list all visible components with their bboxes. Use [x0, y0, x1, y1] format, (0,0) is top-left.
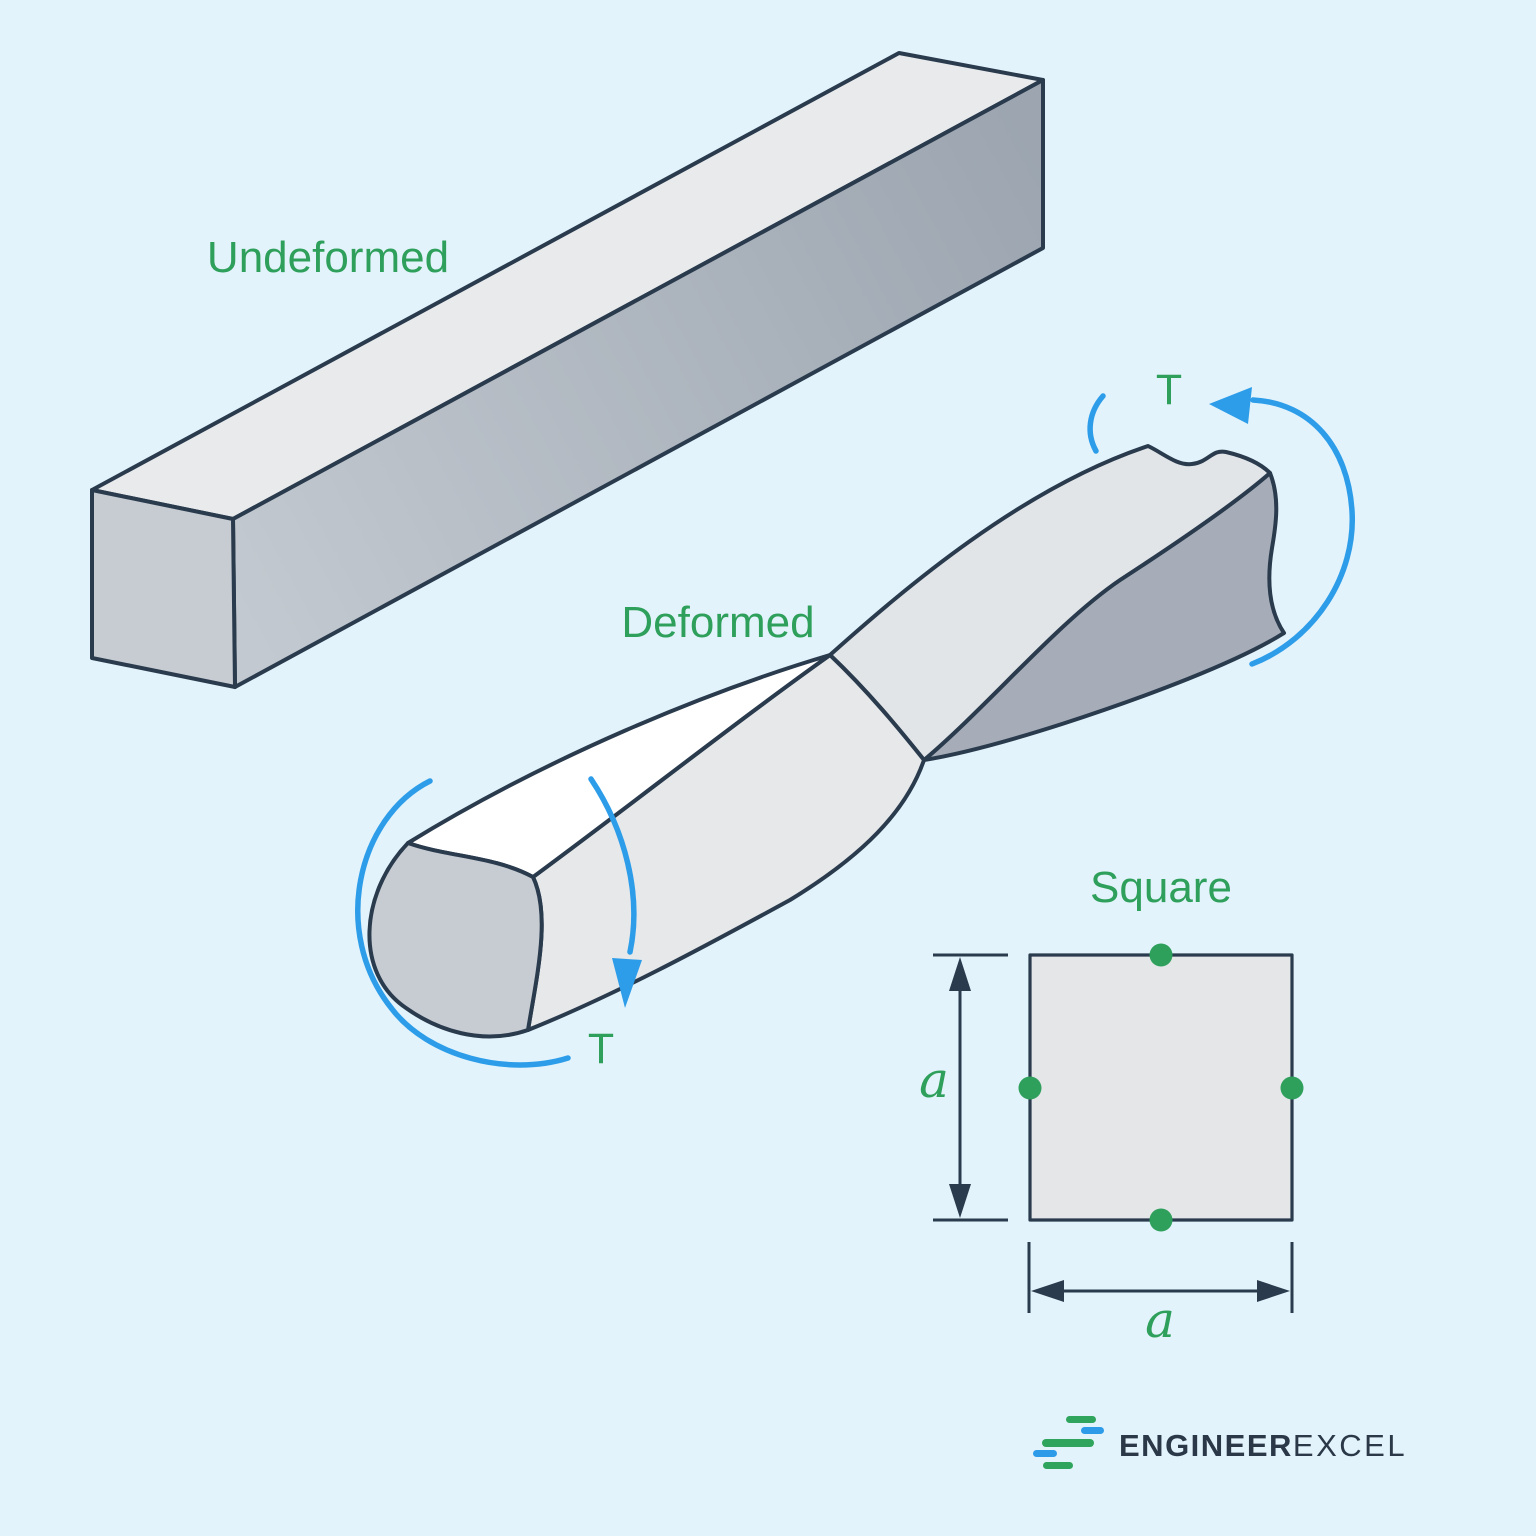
right-torque-arc-back: [1087, 393, 1106, 454]
midpoint-dot-bottom: [1149, 1208, 1173, 1232]
dim-horizontal: [1027, 1242, 1294, 1313]
label-dim-a-horizontal: a: [1145, 1291, 1175, 1349]
left-torque-arrowhead-icon: [612, 958, 642, 1008]
right-torque-arrow: [1209, 387, 1252, 424]
left-torque-arrow: [588, 776, 642, 1008]
dim-arrowhead-up: [949, 957, 971, 991]
left-torque-arc-front: [588, 776, 637, 955]
logo-text: ENGINEEREXCEL: [1119, 1428, 1407, 1463]
logo-bar-green-1: [1066, 1416, 1096, 1423]
undeformed-bar: [90, 51, 1045, 689]
deformed-top-right-face: [828, 444, 1272, 762]
square-cross-section: [933, 943, 1304, 1313]
square-outline: [1028, 953, 1294, 1222]
dim-vertical: [933, 953, 1008, 1222]
midpoint-dot-top: [1149, 943, 1173, 967]
right-torque-arc-main: [1249, 397, 1355, 667]
label-deformed: Deformed: [621, 598, 814, 647]
label-torque-left: T: [588, 1025, 614, 1073]
dim-arrowhead-left: [1031, 1280, 1064, 1302]
label-torque-right: T: [1156, 366, 1182, 414]
logo-bar-blue-2: [1033, 1450, 1057, 1457]
brand-logo: ENGINEEREXCEL: [1033, 1416, 1407, 1469]
undeformed-end-face: [90, 488, 237, 689]
logo-text-bold: ENGINEER: [1119, 1428, 1293, 1463]
logo-bar-green-2: [1042, 1439, 1094, 1447]
label-dim-a-vertical: a: [919, 1051, 949, 1109]
label-square: Square: [1090, 863, 1232, 912]
label-undeformed: Undeformed: [207, 233, 449, 282]
dim-arrowhead-down: [949, 1184, 971, 1218]
logo-icon: [1033, 1416, 1104, 1469]
left-torque-arc-back: [355, 778, 571, 1068]
logo-bar-blue-1: [1081, 1427, 1104, 1434]
logo-bar-green-3: [1043, 1462, 1073, 1469]
deformed-bar: [367, 444, 1286, 1039]
midpoint-dot-right: [1280, 1076, 1304, 1100]
dim-arrowhead-right: [1257, 1280, 1290, 1302]
deformed-end-face: [367, 841, 544, 1039]
midpoint-dot-left: [1018, 1076, 1042, 1100]
right-torque-arrowhead-icon: [1209, 387, 1252, 424]
logo-text-light: EXCEL: [1293, 1428, 1407, 1463]
